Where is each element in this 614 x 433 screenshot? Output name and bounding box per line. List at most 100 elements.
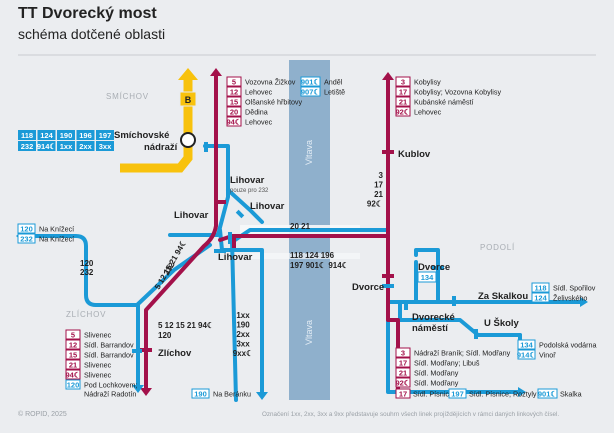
smichov-route-badge[interactable]: [37, 141, 56, 151]
stop-lihovar-bus[interactable]: Lihovar: [218, 252, 253, 263]
map-title: TT Dvorecký most: [18, 5, 157, 22]
route-badge[interactable]: [517, 339, 536, 350]
smichov-route-badge[interactable]: [37, 130, 56, 140]
route-badge[interactable]: [300, 86, 321, 97]
route-destination: Anděl: [324, 78, 343, 87]
route-badge[interactable]: [226, 76, 242, 87]
stop-lihovar-west[interactable]: Lihovar: [174, 210, 209, 221]
smichov-route-number: 914☾: [37, 142, 56, 151]
stop-smichovske-2[interactable]: nádraží: [144, 142, 178, 153]
route-badge[interactable]: [226, 106, 242, 117]
route-badge[interactable]: [191, 388, 210, 399]
route-badge[interactable]: [531, 282, 550, 293]
route-destination: Slivenec: [84, 371, 112, 380]
route-number: 17: [399, 87, 407, 96]
route-badge[interactable]: [448, 388, 467, 399]
route-number: 21: [399, 368, 407, 377]
route-badge[interactable]: [65, 359, 81, 370]
stop-zlichov[interactable]: Zlíchov: [158, 348, 192, 359]
smichov-route-badge[interactable]: [76, 130, 95, 140]
stop-smichovske-1[interactable]: Smíchovské: [114, 130, 169, 141]
stop-dvorecke-1[interactable]: Dvorecké: [412, 312, 455, 323]
route-number: 914☾: [517, 350, 536, 359]
route-number: 21: [399, 97, 407, 106]
stop-u-skoly[interactable]: U Školy: [484, 317, 520, 329]
route-destination: Olšanské hřbitovy: [245, 98, 303, 107]
metro-line-b: B: [120, 68, 198, 173]
route-badge[interactable]: [300, 76, 321, 87]
route-badge[interactable]: [531, 292, 550, 303]
route-badge[interactable]: [226, 116, 242, 127]
stop-dvorce-loop[interactable]: Dvorce: [418, 262, 450, 273]
metro-station-icon[interactable]: [180, 132, 196, 148]
route-badge[interactable]: [537, 388, 558, 399]
route-badge[interactable]: [517, 349, 536, 360]
center-bus-number: 9xx☾: [233, 349, 254, 358]
route-badge[interactable]: [395, 347, 411, 358]
route-number: 124: [534, 293, 547, 302]
route-destination: Slivenec: [84, 361, 112, 370]
route-number: 92☾: [395, 378, 410, 387]
route-badge[interactable]: [65, 339, 81, 350]
stop-dvorce[interactable]: Dvorce: [352, 282, 384, 293]
smichov-route-badge[interactable]: [76, 141, 95, 151]
stop-lihovar-north[interactable]: Lihovar: [230, 175, 265, 186]
route-badge[interactable]: [395, 86, 411, 97]
route-destination: Nádraží Braník; Sídl. Modřany: [414, 349, 511, 358]
route-number: 94☾: [226, 117, 241, 126]
route-badge[interactable]: [395, 357, 411, 368]
stop-kublov[interactable]: Kublov: [398, 149, 431, 160]
metro-line-label: B: [185, 95, 192, 105]
route-destination: Sídl. Písnice; Roztyly: [469, 390, 537, 399]
route-badge[interactable]: [65, 349, 81, 360]
smichov-route-badge[interactable]: [57, 141, 75, 151]
route-badge[interactable]: [65, 369, 81, 380]
stop-lihovar-east[interactable]: Lihovar: [250, 201, 285, 212]
route-number: 901☾: [538, 389, 557, 398]
route-number: 3: [401, 77, 405, 86]
center-bus-number: 2xx: [236, 330, 250, 339]
district-podoli: PODOLÍ: [480, 243, 515, 252]
lihovar-left-bus-2: 232: [80, 268, 94, 277]
route-badge[interactable]: [395, 377, 411, 388]
route-badge[interactable]: [65, 379, 81, 390]
route-badge[interactable]: [395, 106, 411, 117]
smichov-route-badge[interactable]: [96, 141, 114, 151]
smichov-route-badge[interactable]: [18, 130, 36, 140]
river-label-bottom: Vltava: [304, 320, 314, 345]
route-destination: Na Beránku: [213, 390, 251, 399]
route-number: 21: [69, 360, 77, 369]
route-number: 118: [534, 283, 546, 292]
center-bus-number: 3xx: [236, 340, 250, 349]
route-badge[interactable]: [17, 233, 36, 244]
footer-note: Označení 1xx, 2xx, 3xx a 9xx představuje…: [262, 411, 559, 418]
route-badge[interactable]: [395, 96, 411, 107]
route-badge[interactable]: [395, 76, 411, 87]
route-badge[interactable]: [395, 367, 411, 378]
zlichov-bus-number: 120: [158, 331, 172, 340]
stop-dvorecke-2[interactable]: náměstí: [412, 323, 448, 334]
smichov-route-number: 3xx: [99, 142, 112, 151]
lihovar-left-bus-1: 120: [80, 259, 94, 268]
smichov-route-badge[interactable]: [57, 130, 75, 140]
route-badge[interactable]: [17, 223, 36, 234]
bridge-tram-numbers: 20 21: [290, 222, 311, 231]
smichov-route-badge[interactable]: [96, 130, 114, 140]
route-destination: Želivského: [553, 294, 587, 303]
route-number: 907☾: [301, 87, 320, 96]
route-badge[interactable]: [226, 96, 242, 107]
route-badge[interactable]: [65, 329, 81, 340]
stop-za-skalkou[interactable]: Za Skalkou: [478, 291, 528, 302]
smichov-route-badge[interactable]: [18, 141, 36, 151]
route-badge[interactable]: [226, 86, 242, 97]
route-badge[interactable]: [395, 388, 411, 399]
river-label-top: Vltava: [304, 140, 314, 165]
